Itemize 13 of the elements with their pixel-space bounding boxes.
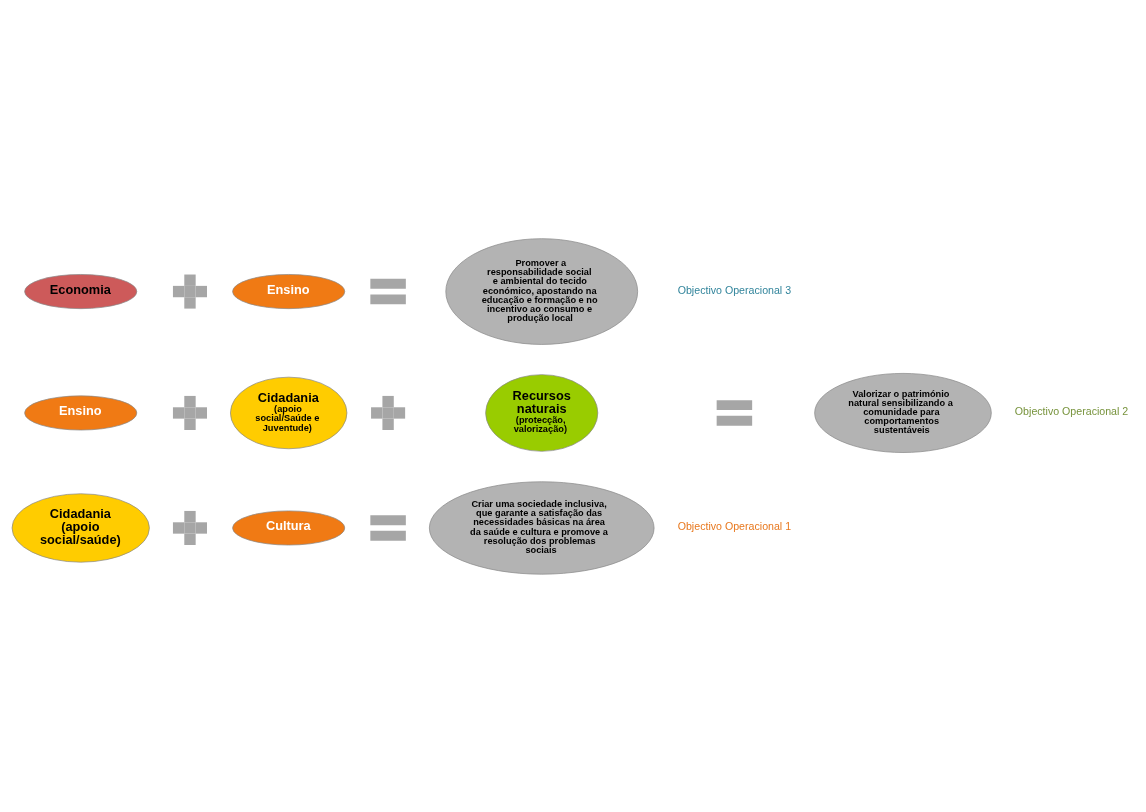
label: Objectivo Operacional 3 <box>677 283 792 296</box>
node-ellipse: Cidadania (apoio social/Saúde e Juventude) <box>230 376 348 449</box>
node-ellipse: Valorizar o património natural sensibilizando a comunidade para comportamentos sustentáveis <box>814 372 992 453</box>
node-ellipse: Ensino <box>24 395 138 430</box>
node-ellipse: Cidadania (apoio social/saúde) <box>11 492 150 563</box>
node-ellipse: Cultura <box>232 510 346 545</box>
node-ellipse: Criar uma sociedade inclusiva, que garante a satisfação das necessidades básicas na área da saúde e cultura e promove a resolução dos problemas sociais <box>429 480 655 575</box>
node-ellipse: Recursos naturais (protecção, valorização) <box>485 373 599 452</box>
label: Objectivo Operacional 2 <box>1014 404 1129 417</box>
label: Objectivo Operacional 1 <box>677 519 792 532</box>
node-ellipse: Economia <box>24 273 138 309</box>
node-ellipse: Ensino <box>232 273 346 309</box>
node-ellipse: Promover a responsabilidade social e ambiental do tecido económico, apostando na educação e formação e no incentivo ao consumo e produção local <box>445 237 638 345</box>
